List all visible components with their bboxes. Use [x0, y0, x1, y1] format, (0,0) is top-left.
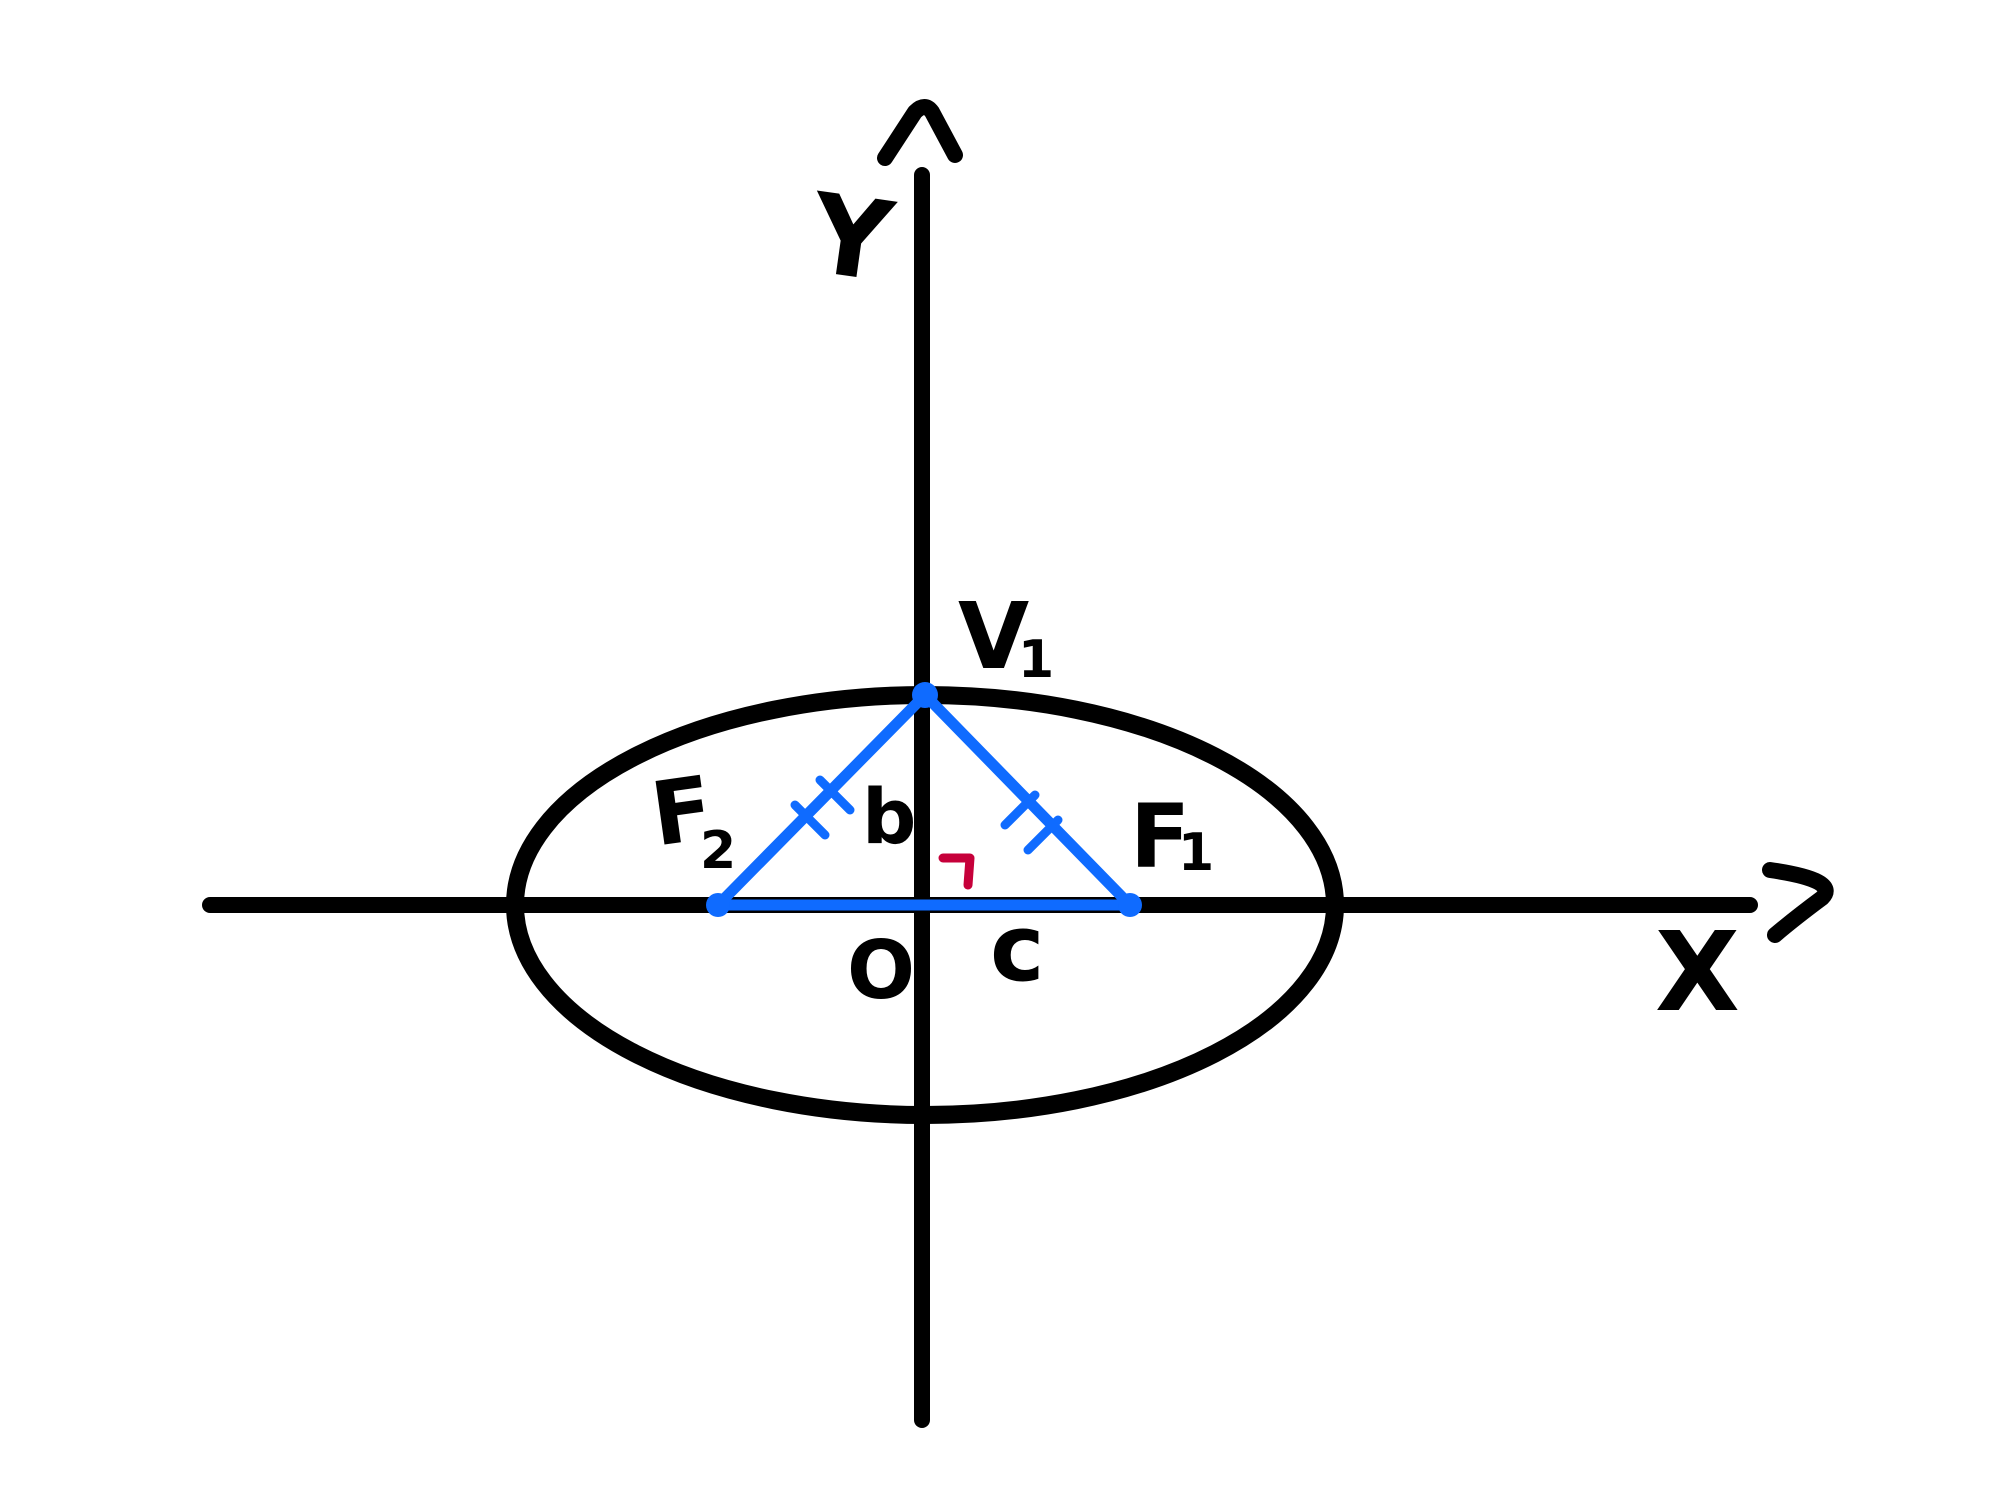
y-axis-arrowhead [877, 99, 963, 166]
focus-f2-point [706, 893, 730, 917]
focus-f2-label: F [645, 756, 719, 866]
focus-f1-label: F [1130, 785, 1190, 888]
vertex-subscript: 1 [1018, 630, 1054, 690]
tick-left-2-icon [815, 775, 855, 815]
right-angle-marker-icon [938, 853, 975, 890]
focus-f2-subscript: 2 [700, 821, 736, 881]
focus-f1-point [1118, 893, 1142, 917]
segment-b-label: b [862, 772, 916, 861]
segment-f2-v1 [712, 689, 931, 911]
y-axis-label: Y [801, 169, 901, 307]
vertex-label: V [958, 583, 1029, 690]
origin-label: O [847, 924, 915, 1017]
vertex-v1-point [912, 682, 938, 708]
tick-right-1-icon [1000, 790, 1040, 830]
x-axis-label: X [1655, 908, 1740, 1036]
tick-right-2-icon [1023, 815, 1063, 855]
tick-left-1-icon [790, 800, 830, 840]
x-axis-arrowhead [1762, 862, 1834, 943]
segment-c-label: c [990, 895, 1045, 1002]
focus-f1-subscript: 1 [1178, 823, 1214, 883]
